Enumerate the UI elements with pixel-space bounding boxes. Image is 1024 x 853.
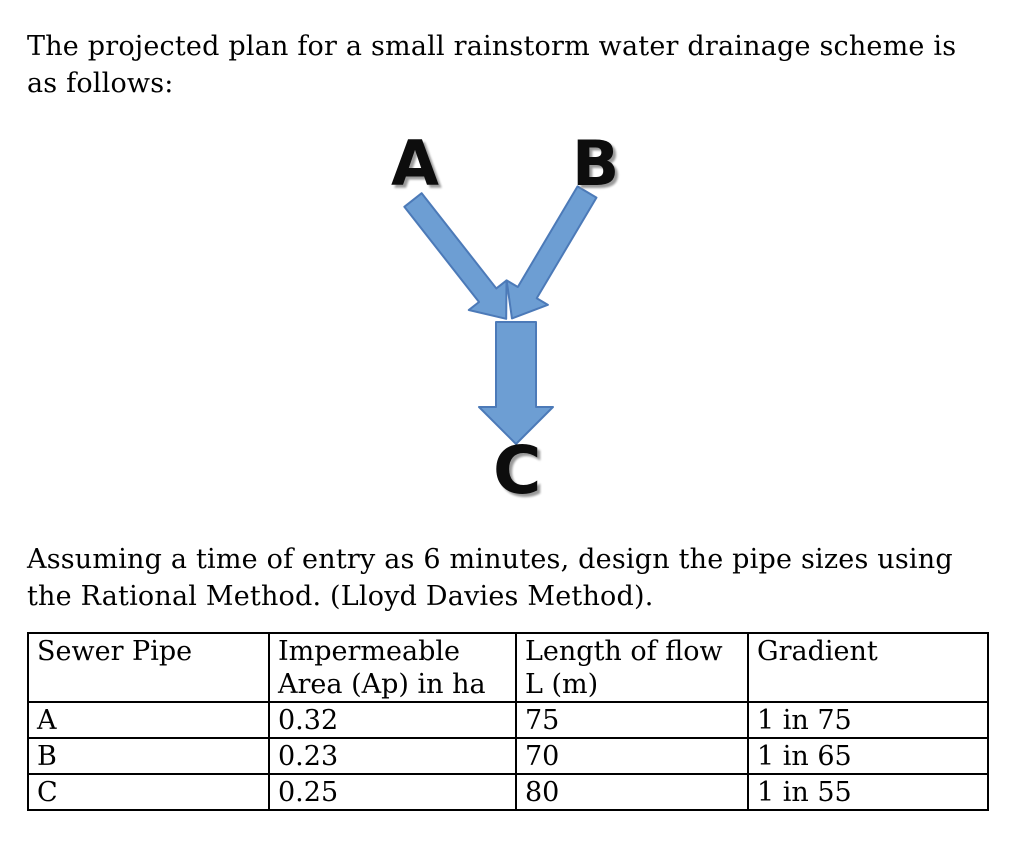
block-arrow-b-icon [505, 185, 598, 320]
diagram-node-a-label: A [391, 127, 439, 200]
table-header-row: Sewer Pipe Impermeable Area (Ap) in ha L… [27, 632, 989, 703]
table-row: A 0.32 75 1 in 75 [27, 701, 989, 739]
drainage-scheme-diagram [403, 185, 598, 445]
cell-gradient: 1 in 55 [747, 773, 989, 811]
cell-length: 75 [515, 701, 749, 739]
diagram-node-c-label: C [493, 432, 542, 509]
table-row: C 0.25 80 1 in 55 [27, 773, 989, 811]
cell-gradient: 1 in 65 [747, 737, 989, 775]
cell-area: 0.32 [268, 701, 517, 739]
block-arrow-c-icon [478, 321, 554, 445]
cell-gradient: 1 in 75 [747, 701, 989, 739]
cell-pipe: C [27, 773, 270, 811]
arrow-junction-to-c [478, 321, 554, 445]
cell-pipe: A [27, 701, 270, 739]
table-row: B 0.23 70 1 in 65 [27, 737, 989, 775]
arrow-b-to-junction [505, 185, 598, 320]
cell-length: 70 [515, 737, 749, 775]
arrow-a-to-junction [403, 192, 508, 320]
header-gradient: Gradient [747, 632, 989, 703]
intro-paragraph: The projected plan for a small rainstorm… [27, 31, 957, 99]
sewer-pipe-table: Sewer Pipe Impermeable Area (Ap) in ha L… [27, 632, 989, 811]
instruction-paragraph: Assuming a time of entry as 6 minutes, d… [27, 544, 953, 612]
header-sewer-pipe: Sewer Pipe [27, 632, 270, 703]
block-arrow-a-icon [403, 192, 508, 320]
header-impermeable-area: Impermeable Area (Ap) in ha [268, 632, 517, 703]
cell-length: 80 [515, 773, 749, 811]
cell-area: 0.25 [268, 773, 517, 811]
cell-area: 0.23 [268, 737, 517, 775]
header-length-of-flow: Length of flow L (m) [515, 632, 749, 703]
cell-pipe: B [27, 737, 270, 775]
diagram-node-b-label: B [572, 127, 620, 200]
